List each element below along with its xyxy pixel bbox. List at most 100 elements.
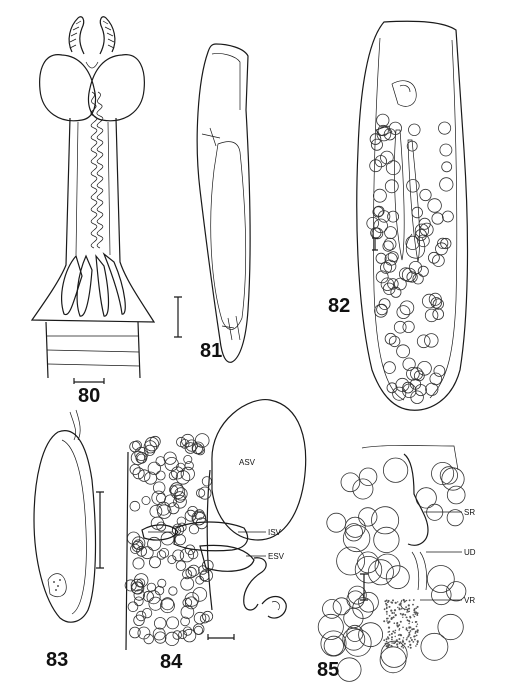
texture-circle — [386, 617, 388, 620]
texture-circle — [419, 188, 432, 202]
texture-circle — [387, 626, 391, 629]
texture-circle — [147, 536, 162, 551]
texture-circle — [143, 633, 154, 645]
texture-circle — [431, 212, 444, 225]
texture-circle — [424, 333, 439, 348]
texture-circle — [413, 609, 416, 612]
texture-circle — [188, 524, 200, 535]
texture-circle — [343, 629, 372, 657]
texture-circle — [133, 614, 145, 627]
texture-circle — [398, 642, 401, 645]
texture-circle — [409, 637, 412, 639]
texture-circle — [174, 491, 186, 503]
texture-circle — [428, 292, 442, 306]
texture-circle — [134, 446, 149, 461]
texture-circle — [174, 534, 186, 546]
texture-circle — [416, 641, 419, 644]
texture-circle — [342, 524, 371, 553]
texture-circle — [398, 624, 401, 626]
texture-circle — [383, 128, 396, 141]
texture-circle — [414, 613, 417, 615]
texture-circle — [372, 188, 387, 203]
texture-circle — [383, 639, 386, 642]
texture-circle — [397, 634, 400, 636]
texture-circle — [160, 597, 174, 611]
texture-circle — [402, 637, 405, 639]
texture-circle — [142, 590, 154, 602]
texture-circle — [431, 584, 452, 606]
texture-circle — [374, 553, 401, 580]
texture-circle — [129, 463, 141, 475]
texture-circle — [140, 546, 154, 560]
texture-circle — [187, 564, 200, 577]
texture-circle — [163, 451, 177, 465]
texture-circle — [169, 482, 184, 496]
texture-circle — [408, 622, 410, 625]
texture-circle — [136, 453, 147, 464]
texture-circle — [127, 531, 141, 545]
texture-circle — [408, 633, 411, 636]
texture-circle — [142, 607, 153, 619]
texture-circle — [124, 579, 137, 592]
texture-circle — [376, 113, 390, 127]
texture-circle — [392, 386, 407, 401]
texture-circle — [373, 526, 400, 554]
label-ud: UD — [464, 548, 476, 557]
texture-circle — [431, 461, 455, 485]
texture-circle — [354, 556, 383, 584]
texture-circle — [347, 585, 367, 605]
texture-circle — [390, 286, 402, 298]
texture-circle — [373, 205, 385, 217]
texture-circle — [178, 630, 188, 640]
texture-circle — [194, 433, 210, 448]
texture-circle — [399, 620, 402, 623]
texture-circle — [176, 436, 187, 448]
texture-circle — [129, 626, 141, 639]
texture-circle — [411, 621, 414, 623]
texture-circle — [148, 556, 161, 569]
texture-circle — [336, 546, 366, 576]
texture-circle — [405, 638, 408, 641]
texture-circle — [160, 598, 175, 614]
texture-circle — [146, 582, 156, 592]
texture-circle — [421, 293, 437, 309]
texture-circle — [154, 585, 165, 596]
texture-circle — [199, 613, 210, 624]
texture-circle — [406, 366, 420, 381]
texture-circle — [432, 308, 445, 320]
texture-circle — [404, 600, 406, 603]
texture-circle — [164, 631, 180, 647]
texture-circle — [394, 635, 396, 638]
texture-circle — [408, 610, 411, 613]
texture-circle — [168, 586, 178, 596]
texture-circle — [409, 378, 422, 390]
texture-circle — [367, 559, 394, 586]
texture-circle — [384, 179, 399, 194]
texture-circle — [413, 611, 416, 614]
texture-circle — [129, 500, 141, 512]
texture-circle — [418, 217, 431, 230]
texture-circle — [385, 599, 388, 602]
texture-circle — [407, 610, 410, 613]
texture-circle — [402, 613, 405, 616]
texture-circle — [406, 179, 420, 193]
texture-circle — [194, 509, 205, 520]
texture-circle — [415, 625, 418, 628]
texture-circle — [384, 252, 398, 266]
texture-circle — [398, 628, 401, 630]
texture-circle — [155, 470, 166, 481]
texture-circle — [405, 606, 407, 608]
texture-circle — [387, 278, 399, 290]
texture-circle — [387, 621, 390, 624]
texture-circle — [386, 642, 389, 645]
texture-circle — [435, 242, 448, 256]
texture-circle — [415, 645, 417, 647]
texture-circle — [412, 628, 415, 630]
texture-circle — [400, 645, 403, 648]
texture-circle — [358, 591, 379, 613]
texture-circle — [380, 640, 408, 668]
texture-circle — [402, 647, 405, 649]
label-esv: ESV — [268, 552, 285, 561]
texture-circle — [358, 467, 378, 487]
texture-circle — [127, 601, 139, 613]
